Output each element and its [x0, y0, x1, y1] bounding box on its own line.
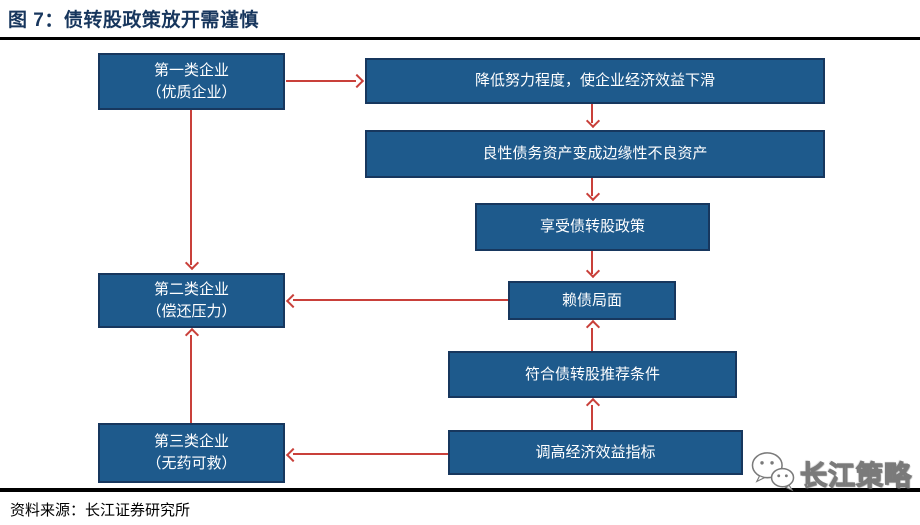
node-lower-effort: 降低努力程度，使企业经济效益下滑	[365, 58, 825, 104]
arrowhead-left-icon	[285, 447, 301, 463]
arrowhead-down-icon	[585, 113, 601, 129]
edge-tier1-to-lower-effort	[286, 80, 356, 82]
edge-raise-to-meet	[591, 405, 593, 430]
node-tier2-enterprises: 第二类企业 （偿还压力）	[98, 273, 285, 328]
arrowhead-left-icon	[285, 293, 301, 309]
node-sublabel: （无药可救）	[146, 455, 237, 472]
title-divider-rule	[0, 37, 920, 40]
arrowhead-down-icon	[585, 263, 601, 279]
edge-lower-to-benign	[591, 104, 593, 123]
edge-tier1-to-tier2	[190, 110, 192, 265]
footer-divider-rule	[0, 488, 920, 492]
edge-enjoy-to-evasion	[591, 251, 593, 274]
arrowhead-up-icon	[585, 319, 601, 335]
edge-raise-to-tier3	[293, 453, 448, 455]
node-debt-evasion: 赖债局面	[508, 281, 676, 320]
brand-watermark: 长江策略	[750, 449, 918, 497]
arrowhead-right-icon	[349, 73, 365, 89]
node-label: 第二类企业	[153, 280, 229, 298]
node-enjoy-policy: 享受债转股政策	[475, 203, 710, 251]
node-label: 第一类企业	[153, 61, 229, 79]
source-note: 资料来源：长江证券研究所	[10, 502, 191, 519]
node-benign-assets: 良性债务资产变成边缘性不良资产	[365, 130, 825, 178]
node-tier1-enterprises: 第一类企业 （优质企业）	[98, 53, 285, 110]
brand-watermark-label: 长江策略	[799, 460, 912, 491]
edge-evasion-to-tier2	[293, 299, 508, 301]
node-label: 第三类企业	[153, 433, 229, 451]
node-tier3-enterprises: 第三类企业 （无药可救）	[98, 423, 285, 483]
node-raise-indicators: 调高经济效益指标	[448, 430, 743, 475]
node-meet-conditions: 符合债转股推荐条件	[448, 351, 737, 398]
arrowhead-up-icon	[184, 327, 200, 343]
figure-title: 图 7：债转股政策放开需谨慎	[8, 10, 259, 31]
edge-meet-to-evasion	[591, 328, 593, 351]
edge-tier3-to-tier2	[190, 335, 192, 423]
wechat-icon	[750, 450, 796, 497]
arrowhead-up-icon	[585, 397, 601, 413]
node-sublabel: （优质企业）	[146, 83, 237, 101]
arrowhead-down-icon	[184, 255, 200, 271]
node-sublabel: （偿还压力）	[146, 302, 237, 320]
arrowhead-down-icon	[585, 186, 601, 202]
edge-benign-to-enjoy	[591, 178, 593, 196]
